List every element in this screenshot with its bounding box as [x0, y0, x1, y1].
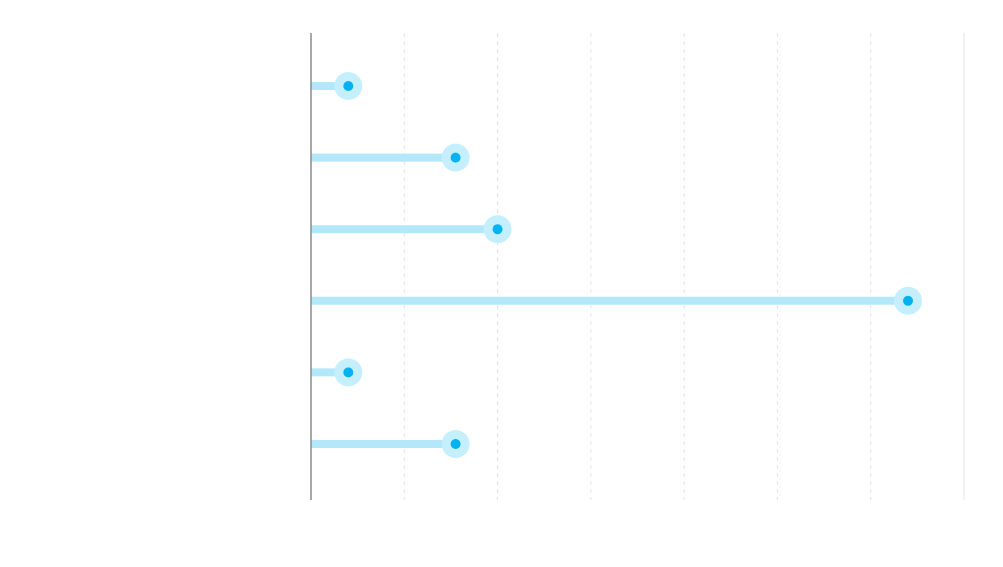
lollipop-item — [311, 143, 470, 172]
lollipop-item — [311, 215, 512, 244]
lollipop-dot — [343, 367, 354, 378]
grid-layer — [403, 33, 872, 500]
lollipop-dot — [450, 439, 461, 449]
lollipop-dot — [903, 295, 914, 306]
lollipop-dot — [343, 81, 354, 91]
lollipop-dot — [450, 152, 461, 163]
axis-layer — [310, 33, 965, 500]
marks-layer — [311, 72, 923, 458]
lollipop-item — [311, 72, 363, 100]
lollipop-item — [311, 286, 923, 315]
lollipop-dot — [492, 224, 503, 235]
lollipop-item — [311, 358, 363, 387]
lollipop-item — [311, 430, 470, 458]
